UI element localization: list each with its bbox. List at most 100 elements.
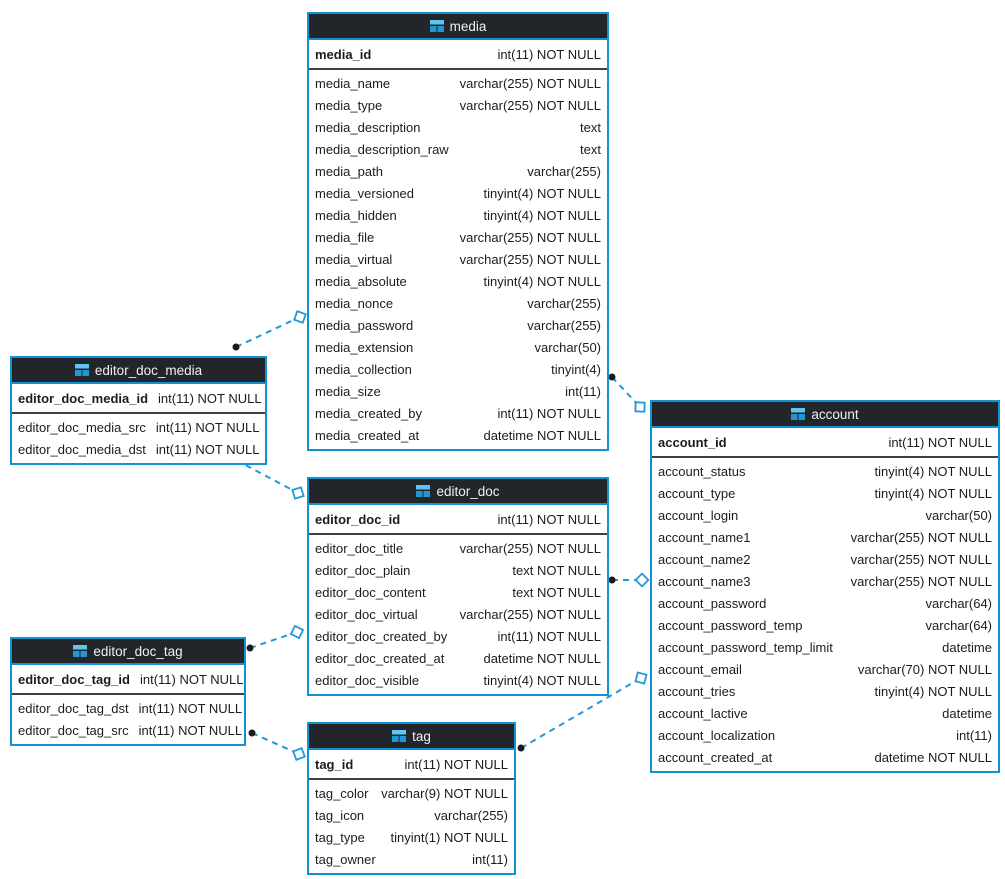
column-name: media_path — [315, 163, 383, 179]
table-header-media[interactable]: media — [309, 14, 607, 40]
column-name: media_absolute — [315, 273, 407, 289]
relation-media-to-account[interactable] — [608, 373, 646, 413]
column-type: int(11) NOT NULL — [138, 722, 243, 738]
relation-editor_doc_tag-to-editor_doc[interactable] — [246, 624, 305, 652]
column-type: varchar(50) — [925, 507, 992, 523]
relation-editor_doc-to-account[interactable] — [608, 572, 650, 588]
column-type: datetime NOT NULL — [483, 650, 601, 666]
relation-editor_doc_media-to-media[interactable] — [232, 310, 307, 351]
column-name: account_tries — [658, 683, 736, 699]
column-name: media_created_by — [315, 405, 422, 421]
column-type: tinyint(4) — [551, 361, 601, 377]
table-header-account[interactable]: account — [652, 402, 998, 428]
relation-line[interactable] — [235, 316, 301, 348]
table-header-editor_doc_tag[interactable]: editor_doc_tag — [12, 639, 244, 665]
table-icon — [416, 485, 431, 497]
table-title: media — [449, 18, 487, 34]
column-name: editor_doc_visible — [315, 672, 420, 688]
relation-line[interactable] — [235, 459, 299, 494]
table-header-editor_doc[interactable]: editor_doc — [309, 479, 607, 505]
relation-line[interactable] — [251, 732, 300, 755]
column-name: account_status — [658, 463, 746, 479]
relation-line[interactable] — [520, 677, 642, 749]
column-name: tag_owner — [315, 851, 376, 867]
table-title: editor_doc_tag — [93, 643, 183, 659]
column-name: media_collection — [315, 361, 412, 377]
relation-diamond-end — [634, 572, 650, 588]
relation-editor_doc_media-to-editor_doc[interactable] — [232, 456, 305, 500]
column-type: datetime — [942, 639, 992, 655]
relation-tag-to-account[interactable] — [517, 671, 648, 752]
column-type: int(11) NOT NULL — [497, 46, 601, 62]
relation-editor_doc_tag-to-tag[interactable] — [248, 729, 306, 761]
table-header-tag[interactable]: tag — [309, 724, 514, 750]
column-name: account_created_at — [658, 749, 773, 765]
column-type: varchar(255) NOT NULL — [459, 540, 601, 556]
table-header-editor_doc_media[interactable]: editor_doc_media — [12, 358, 265, 384]
relation-line[interactable] — [249, 631, 298, 649]
column-name: editor_doc_media_id — [18, 390, 149, 406]
column-row-media_collection[interactable]: media_collection tinyint(4) — [309, 358, 607, 380]
column-type: int(11) — [956, 727, 992, 743]
